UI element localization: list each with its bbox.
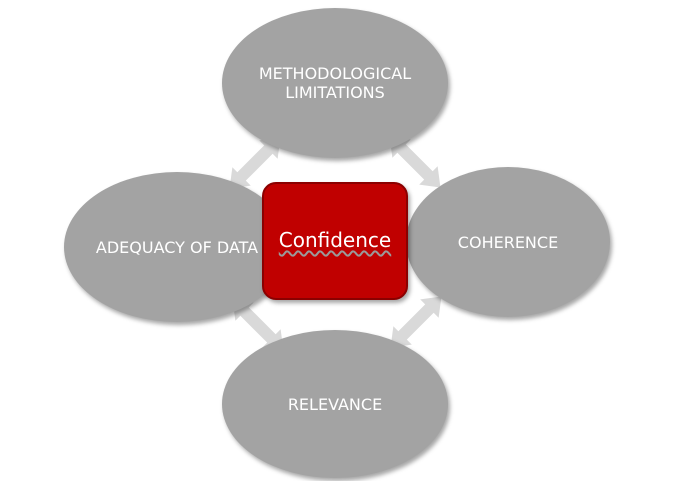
center-label: Confidence bbox=[278, 228, 392, 252]
node-label-methodological-limitations: METHODOLOGICAL LIMITATIONS bbox=[258, 64, 412, 102]
node-label-adequacy-of-data: ADEQUACY OF DATA bbox=[95, 237, 259, 257]
node-label-relevance: RELEVANCE bbox=[287, 394, 383, 414]
node-relevance: RELEVANCE bbox=[222, 330, 448, 478]
node-coherence: COHERENCE bbox=[406, 167, 610, 317]
node-adequacy-of-data: ADEQUACY OF DATA bbox=[64, 172, 290, 322]
node-methodological-limitations: METHODOLOGICAL LIMITATIONS bbox=[222, 8, 448, 158]
center-confidence-box: Confidence bbox=[262, 182, 408, 300]
node-label-coherence: COHERENCE bbox=[457, 232, 559, 252]
